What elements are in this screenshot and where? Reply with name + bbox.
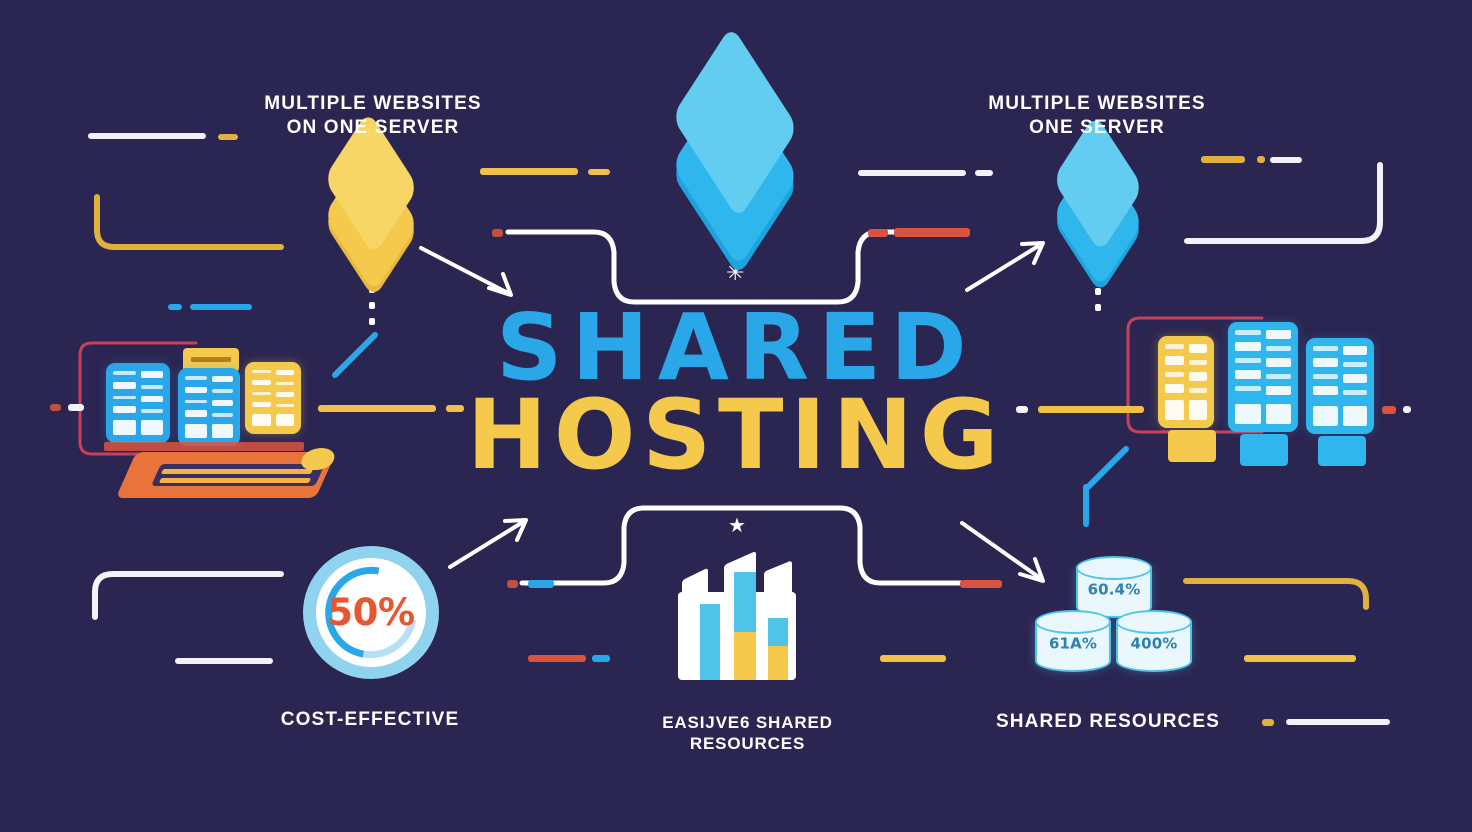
dash-white-left (68, 404, 84, 411)
dash-yellow-left-center-2 (446, 405, 464, 412)
dash-yellow-top-left (218, 134, 238, 140)
gauge-disc: 50% (307, 548, 435, 677)
arrow-top-right (965, 241, 1045, 292)
arrow-bottom-left (448, 518, 528, 569)
cube-left-yellow-icon (312, 110, 430, 300)
dash-red-bottom-right (960, 580, 1002, 588)
dash-red-top-right-2 (894, 228, 970, 237)
dot-red-left (50, 404, 61, 411)
chart-bar-1 (700, 604, 720, 680)
rack-base-strip (104, 442, 304, 451)
dash-white-right-center (1016, 406, 1028, 413)
keyboard-keyrow-2 (158, 478, 312, 483)
cube-right-blue-icon (1041, 113, 1154, 295)
keyboard-keyrow (160, 469, 314, 474)
dash-blue-left-mid-2 (190, 304, 252, 310)
rack-right-1 (1158, 336, 1214, 428)
corner-white-top-right (1184, 162, 1383, 244)
dash-yellow-top-mid (480, 168, 578, 175)
dot-white-right (1403, 406, 1411, 413)
shared-resources-cylinders: 60.4% 61A% 400% (1032, 556, 1192, 676)
label-top-left: MULTIPLE WEBSITES ON ONE SERVER (264, 93, 482, 138)
dash-red-bottom-left (528, 655, 586, 662)
label-bottom-right: SHARED RESOURCES (995, 711, 1221, 732)
dash-blue-bottom-mid (528, 580, 554, 588)
dot-red-top-mid (492, 229, 503, 237)
title-line-hosting: HOSTING (466, 378, 1006, 491)
title-line-shared: SHARED (496, 294, 976, 401)
rack-right-2-base (1240, 434, 1288, 466)
dash-white-bottom-left (175, 658, 273, 664)
gauge-value: 50% (327, 591, 415, 634)
chart-bar-2-accent (734, 632, 756, 680)
bar-chart-icon (678, 550, 796, 680)
dash-red-top-right (868, 229, 888, 237)
corner-yellow-bottom-right (1183, 578, 1369, 610)
rack-right-2 (1228, 322, 1298, 432)
rack-left-3 (245, 362, 301, 434)
corner-white-bottom-left (92, 571, 284, 620)
cylinder-left-label: 61A% (1048, 634, 1098, 653)
dot-red-bottom-mid (507, 580, 518, 588)
dash-white-top-mid-2 (975, 170, 993, 176)
rack-right-3-base (1318, 436, 1366, 466)
cylinder-left: 61A% (1035, 610, 1111, 672)
label-bottom-left: COST-EFFECTIVE (280, 709, 460, 730)
dash-white-top-left (88, 133, 206, 139)
dash-blue-left-mid (168, 304, 182, 310)
dash-white-top-mid (858, 170, 966, 176)
cylinder-right: 400% (1116, 610, 1192, 672)
cylinder-top-label: 60.4% (1087, 580, 1141, 599)
rack-left-1 (106, 363, 170, 443)
chart-bar-3-accent (768, 646, 788, 680)
dot-yellow-top-right (1257, 156, 1265, 163)
dash-red-right (1382, 406, 1396, 414)
corner-yellow-top-left (94, 194, 284, 250)
arrow-bottom-right (960, 521, 1045, 583)
arrow-top-left (419, 246, 513, 297)
main-title: SHARED HOSTING (0, 294, 1472, 491)
rack-left-2 (178, 368, 240, 446)
dash-yellow-bottom-mid (880, 655, 946, 662)
dash-yellow-top-right (1201, 156, 1245, 163)
dash-white-far-bottom (1286, 719, 1390, 725)
star-bottom-icon: ★ (728, 515, 746, 537)
right-server-illustration (1148, 308, 1398, 473)
cylinder-top: 60.4% (1076, 556, 1152, 618)
cylinder-right-label: 400% (1130, 634, 1178, 653)
left-server-illustration (78, 330, 338, 500)
rack-right-3 (1306, 338, 1374, 434)
label-bottom-center: EASIJVE6 SHARED RESOURCES (662, 713, 833, 754)
dash-white-top-right-2 (1270, 157, 1302, 163)
dash-yellow-left-center (318, 405, 436, 412)
label-top-right: MULTIPLE WEBSITES ONE SERVER (988, 93, 1206, 138)
dash-yellow-bottom-right (1244, 655, 1356, 662)
cost-effective-gauge: 50% (303, 546, 439, 679)
dash-yellow-top-mid-2 (588, 169, 610, 175)
dash-blue-bottom-left (592, 655, 610, 662)
dot-yellow-far-bottom (1262, 719, 1274, 726)
cube-center-blue-icon (656, 25, 814, 277)
rack-right-1-base (1168, 430, 1216, 462)
dash-yellow-right-center (1038, 406, 1144, 413)
